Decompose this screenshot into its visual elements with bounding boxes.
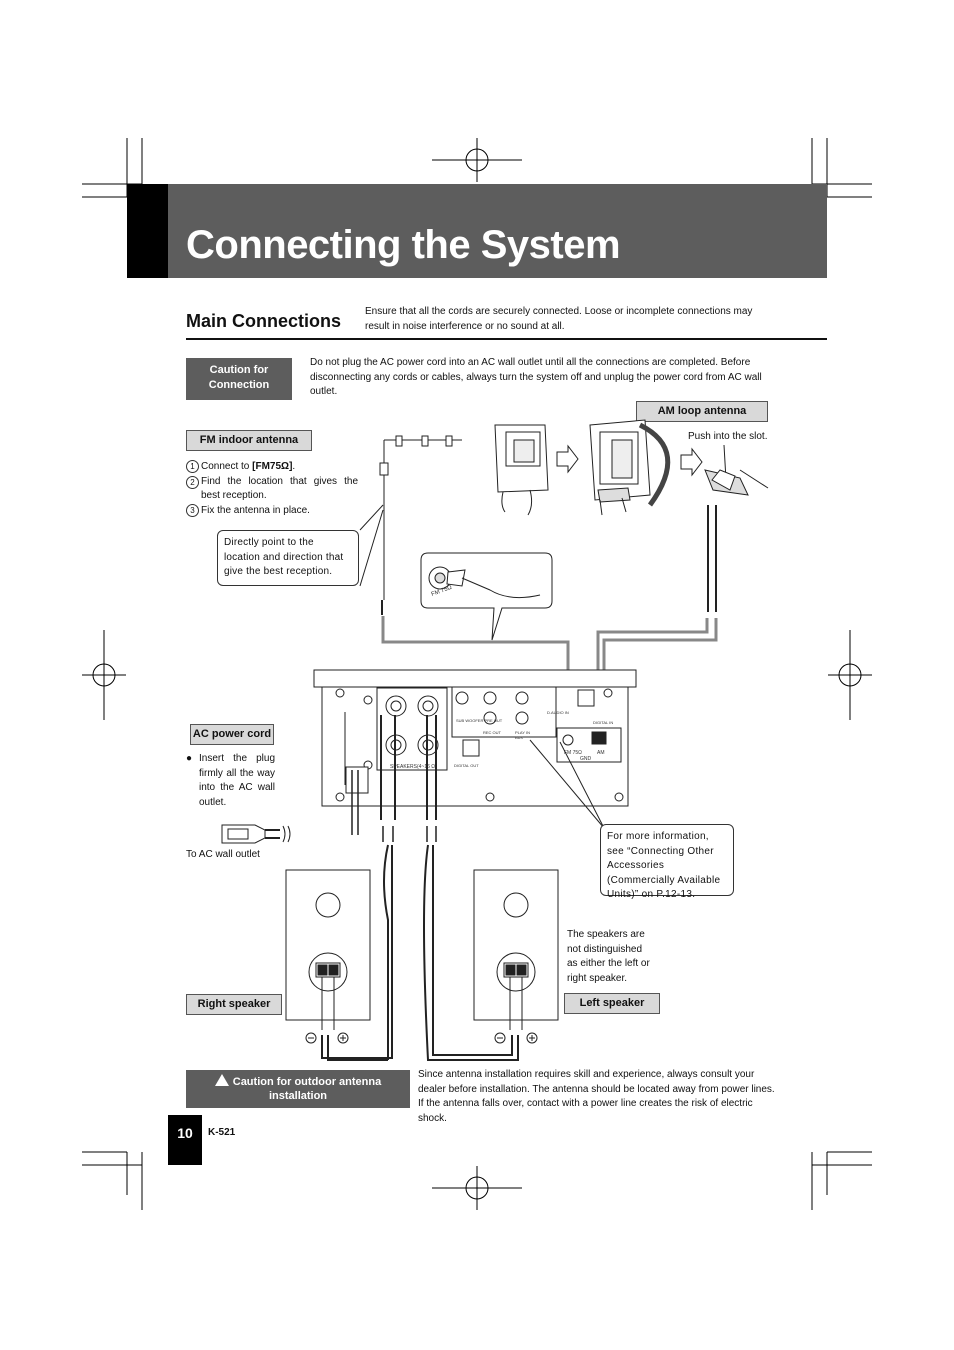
caution-connection-label-line1: Caution for [209, 364, 269, 376]
title-tab [127, 184, 168, 278]
svg-text:AM: AM [597, 750, 605, 756]
fm-callout: Directly point to the location and direc… [217, 530, 359, 586]
fm-antenna-label: FM indoor antenna [186, 430, 312, 451]
model-number: K-521 [208, 1127, 236, 1138]
svg-text:FM 75Ω: FM 75Ω [564, 750, 582, 756]
svg-text:D.AUDIO IN: D.AUDIO IN [547, 710, 569, 715]
svg-text:AUX: AUX [515, 735, 524, 740]
left-speaker-label: Left speaker [564, 993, 660, 1014]
ac-cord-bullet: Insert the plug firmly all the way into … [199, 753, 275, 808]
warning-icon [214, 1074, 229, 1086]
outdoor-caution-text: Since antenna installation requires skil… [418, 1069, 775, 1124]
svg-text:SUB WOOFER PRE OUT: SUB WOOFER PRE OUT [456, 718, 503, 723]
am-antenna-label: AM loop antenna [636, 401, 768, 422]
fm-wire-clip [445, 435, 453, 447]
ac-cord-label: AC power cord [190, 724, 274, 745]
title-bar [168, 184, 827, 278]
fm-wire-clip [395, 435, 403, 447]
outdoor-caution-line2: installation [268, 1090, 328, 1102]
page-number-box [168, 1115, 202, 1165]
bullet-icon: ● [186, 753, 193, 764]
caution-connection-text: Do not plug the AC power cord into an AC… [310, 357, 762, 397]
svg-text:GND: GND [580, 756, 592, 762]
svg-text:DIGITAL OUT: DIGITAL OUT [454, 763, 479, 768]
caution-connection-label-line2: Connection [208, 379, 270, 391]
speaker-note: The speakers are not distinguished as ei… [567, 929, 650, 984]
svg-text:SPEAKERS(4~16 Ω): SPEAKERS(4~16 Ω) [390, 764, 437, 770]
svg-text:DIGITAL IN: DIGITAL IN [593, 720, 613, 725]
section-rule [186, 338, 827, 340]
svg-text:REC OUT: REC OUT [483, 730, 502, 735]
ac-outlet-text: To AC wall outlet [186, 849, 260, 860]
caution-connection-label: Caution for Connection [186, 358, 292, 400]
right-speaker-label: Right speaker [186, 994, 282, 1015]
outdoor-caution-label: Caution for outdoor antenna installation [186, 1070, 410, 1108]
am-note: Push into the slot. [688, 431, 768, 442]
section-intro: Ensure that all the cords are securely c… [365, 306, 753, 332]
outdoor-caution-line1: Caution for outdoor antenna [186, 1074, 410, 1089]
svg-text:PLAY IN: PLAY IN [515, 730, 530, 735]
more-info-callout: For more information, see “Connecting Ot… [600, 824, 734, 900]
fm-wire-clip [421, 435, 429, 447]
section-title: Main Connections [186, 311, 342, 331]
page-title: Connecting the System [186, 223, 621, 267]
page-number: 10 [177, 1125, 193, 1141]
